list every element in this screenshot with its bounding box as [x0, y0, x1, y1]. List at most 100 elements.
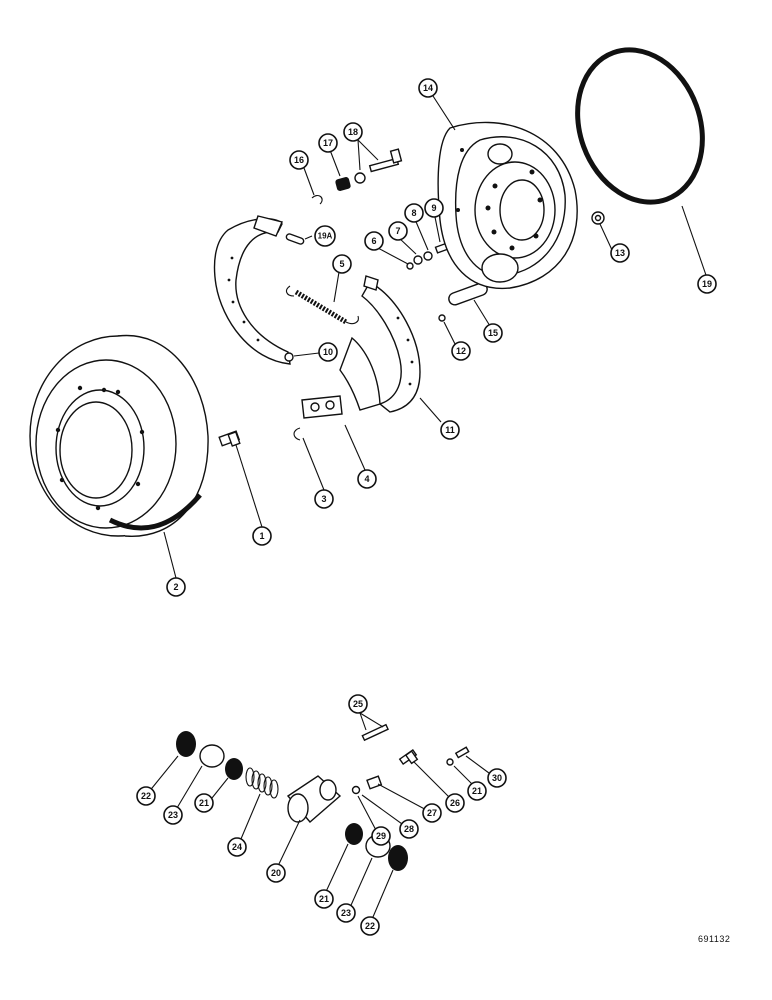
- svg-text:17: 17: [323, 138, 333, 148]
- return-spring: [285, 285, 359, 325]
- svg-text:19A: 19A: [318, 232, 333, 241]
- adjuster-spring: [335, 177, 351, 191]
- callout-18: 18: [343, 122, 363, 142]
- adjuster-bolt: [368, 148, 403, 173]
- brake-shoe-primary: [213, 215, 294, 365]
- bleeder-screw: [361, 723, 389, 742]
- callout-16: 16: [289, 150, 309, 170]
- piston-left: [199, 744, 225, 768]
- fitting-washer: [351, 785, 361, 795]
- svg-text:2: 2: [173, 582, 178, 592]
- svg-text:22: 22: [141, 791, 151, 801]
- svg-text:21: 21: [319, 894, 329, 904]
- wheel-bolt: [218, 430, 241, 447]
- svg-text:4: 4: [364, 474, 369, 484]
- leader-lines: [147, 95, 708, 925]
- callout-25: 25: [348, 694, 368, 714]
- cylinder-spring: [245, 767, 279, 799]
- callout-14: 14: [418, 78, 438, 98]
- brake-drum: [29, 334, 209, 537]
- figure-number: 691132: [698, 934, 731, 944]
- svg-text:23: 23: [341, 908, 351, 918]
- svg-text:3: 3: [321, 494, 326, 504]
- anchor-plate: [301, 395, 343, 419]
- hex-nut: [423, 251, 433, 261]
- svg-text:22: 22: [365, 921, 375, 931]
- svg-text:16: 16: [294, 155, 304, 165]
- callout-21-left: 21: [194, 793, 214, 813]
- washer-small: [406, 262, 414, 270]
- svg-text:11: 11: [445, 425, 455, 435]
- washer-13: [591, 211, 605, 225]
- callout-19a: 19A: [314, 225, 336, 247]
- callout-13: 13: [610, 243, 630, 263]
- callout-21-right: 21: [467, 781, 487, 801]
- callout-11: 11: [440, 420, 460, 440]
- callout-28: 28: [399, 819, 419, 839]
- callout-30: 30: [487, 768, 507, 788]
- callout-15: 15: [483, 323, 503, 343]
- callout-29: 29: [371, 826, 391, 846]
- svg-text:21: 21: [199, 798, 209, 808]
- retainer-clip: [293, 427, 301, 441]
- svg-text:25: 25: [353, 699, 363, 709]
- cup-left: [225, 758, 243, 780]
- boot-right: [388, 845, 408, 871]
- svg-text:14: 14: [423, 83, 433, 93]
- callout-6: 6: [364, 231, 384, 251]
- callout-23-right: 23: [336, 903, 356, 923]
- svg-text:27: 27: [427, 808, 437, 818]
- adjuster-clip: [311, 195, 323, 205]
- callout-26: 26: [445, 793, 465, 813]
- brake-shoe-secondary: [339, 275, 421, 413]
- svg-text:5: 5: [339, 259, 344, 269]
- svg-text:18: 18: [348, 127, 358, 137]
- svg-text:20: 20: [271, 868, 281, 878]
- svg-text:21: 21: [472, 786, 482, 796]
- callout-24: 24: [227, 837, 247, 857]
- callout-8: 8: [404, 203, 424, 223]
- svg-text:24: 24: [232, 842, 242, 852]
- cylinder-bolt: [398, 748, 419, 766]
- svg-text:26: 26: [450, 798, 460, 808]
- svg-text:29: 29: [376, 831, 386, 841]
- callout-19: 19: [697, 274, 717, 294]
- callout-20: 20: [266, 863, 286, 883]
- callout-4: 4: [357, 469, 377, 489]
- svg-text:6: 6: [371, 236, 376, 246]
- svg-text:30: 30: [492, 773, 502, 783]
- callout-7: 7: [388, 221, 408, 241]
- cup-right: [345, 823, 363, 845]
- svg-text:23: 23: [168, 810, 178, 820]
- svg-text:10: 10: [323, 347, 333, 357]
- callout-23-left: 23: [163, 805, 183, 825]
- callout-2: 2: [166, 577, 186, 597]
- small-screw: [454, 746, 470, 759]
- anchor-pin: [285, 233, 305, 245]
- svg-text:8: 8: [411, 208, 416, 218]
- callout-27: 27: [422, 803, 442, 823]
- callout-3: 3: [314, 489, 334, 509]
- svg-text:9: 9: [431, 203, 436, 213]
- seal-ring: [575, 47, 705, 205]
- callout-21-center: 21: [314, 889, 334, 909]
- svg-text:7: 7: [395, 226, 400, 236]
- fitting: [366, 775, 383, 790]
- svg-text:19: 19: [702, 279, 712, 289]
- cylinder-housing: [286, 775, 342, 823]
- svg-text:1: 1: [259, 531, 264, 541]
- adjuster-nut: [354, 172, 366, 184]
- svg-text:15: 15: [488, 328, 498, 338]
- svg-text:13: 13: [615, 248, 625, 258]
- small-lockwasher: [446, 758, 454, 766]
- callout-22-left: 22: [136, 786, 156, 806]
- svg-text:28: 28: [404, 824, 414, 834]
- svg-text:12: 12: [456, 346, 466, 356]
- callout-12: 12: [451, 341, 471, 361]
- callout-10: 10: [318, 342, 338, 362]
- lock-washer: [413, 255, 423, 265]
- callout-17: 17: [318, 133, 338, 153]
- boot-left: [176, 731, 196, 757]
- callout-1: 1: [252, 526, 272, 546]
